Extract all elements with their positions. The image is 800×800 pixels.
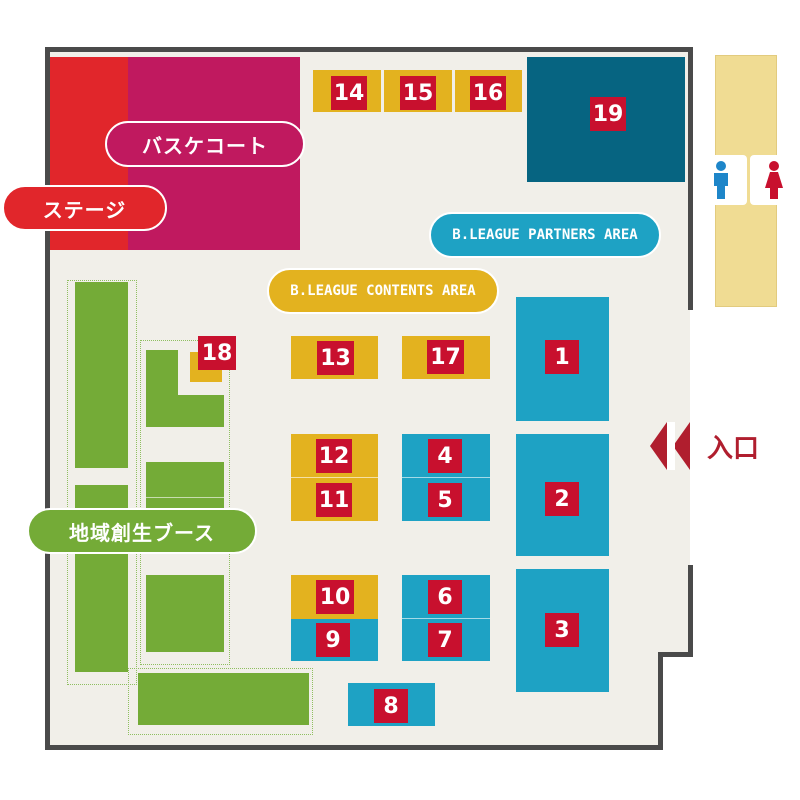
green-block-center-lower bbox=[146, 575, 224, 652]
entrance-label: 入口 bbox=[707, 434, 760, 464]
booth-number-13: 13 bbox=[317, 341, 354, 375]
wall-right-upper bbox=[688, 47, 693, 310]
booth-number-2: 2 bbox=[545, 482, 579, 516]
wall-right-lower bbox=[688, 565, 693, 657]
regional-zone-outline-center bbox=[140, 340, 230, 665]
regional-zone-outline-bottom bbox=[128, 668, 313, 735]
booth-number-14: 14 bbox=[331, 76, 367, 110]
regional-zone-outline-left bbox=[67, 280, 137, 685]
green-block-divider bbox=[146, 497, 224, 498]
basketball-court-label: バスケコート bbox=[105, 121, 305, 167]
booth-number-5: 5 bbox=[428, 483, 462, 517]
booth-number-18: 18 bbox=[198, 336, 236, 370]
booth-number-7: 7 bbox=[428, 623, 462, 657]
booth-number-4: 4 bbox=[428, 439, 462, 473]
wall-notch-vertical bbox=[658, 652, 663, 750]
booth-number-11: 11 bbox=[316, 483, 352, 517]
wall-bottom bbox=[45, 745, 663, 750]
wall-top bbox=[45, 47, 693, 52]
booth-number-19: 19 bbox=[590, 97, 626, 131]
male-restroom-icon bbox=[714, 161, 728, 199]
green-block-l-horizontal bbox=[146, 395, 224, 427]
female-restroom-icon bbox=[765, 161, 783, 199]
booth-number-16: 16 bbox=[470, 76, 506, 110]
booth-6-7-divider bbox=[402, 618, 490, 619]
stage-label: ステージ bbox=[2, 185, 167, 231]
wall-left bbox=[45, 47, 50, 750]
green-block-left-upper bbox=[75, 282, 128, 468]
female-restroom-sign bbox=[750, 155, 798, 205]
booth-number-9: 9 bbox=[316, 623, 350, 657]
booth-number-15: 15 bbox=[400, 76, 436, 110]
male-restroom-sign bbox=[695, 155, 747, 205]
contents-area-label: B.LEAGUE CONTENTS AREA bbox=[267, 268, 499, 314]
partners-area-label: B.LEAGUE PARTNERS AREA bbox=[429, 212, 661, 258]
booth-number-8: 8 bbox=[374, 689, 408, 723]
booth-number-1: 1 bbox=[545, 340, 579, 374]
booth-number-6: 6 bbox=[428, 580, 462, 614]
green-block-bottom bbox=[138, 673, 309, 725]
regional-booth-label: 地域創生ブース bbox=[27, 508, 257, 554]
booth-number-12: 12 bbox=[316, 439, 352, 473]
floor-notch bbox=[660, 655, 700, 755]
booth-4-5-divider bbox=[402, 477, 490, 478]
booth-12-11-divider bbox=[291, 477, 378, 478]
wall-notch-horizontal bbox=[658, 652, 693, 657]
booth-number-10: 10 bbox=[316, 580, 354, 614]
booth-number-3: 3 bbox=[545, 613, 579, 647]
double-chevron-left-icon bbox=[650, 422, 690, 470]
booth-number-17: 17 bbox=[427, 340, 464, 374]
